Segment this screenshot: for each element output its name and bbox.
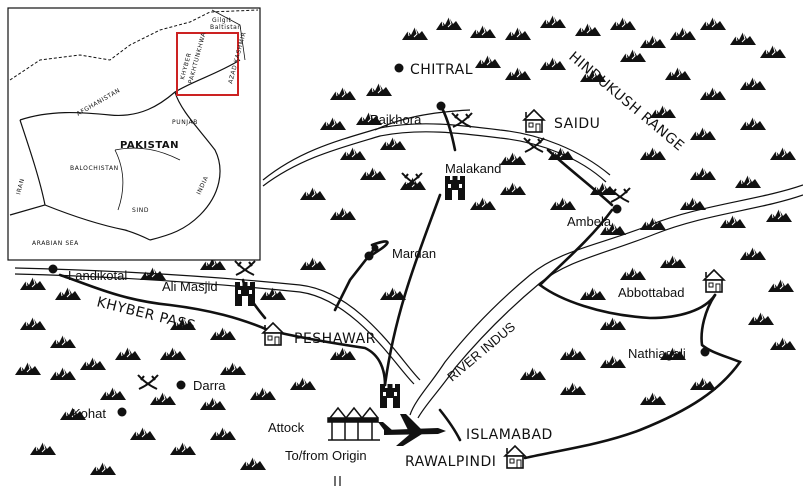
label-river-indus: RIVER INDUS xyxy=(444,319,518,385)
inset-iran: IRAN xyxy=(15,178,26,196)
label-pajkhora: Pajkhora xyxy=(370,112,422,127)
label-landikotal: Landikotal xyxy=(68,268,127,283)
inset-punjab: PUNJAB xyxy=(172,119,198,126)
label-abbottabad: Abbottabad xyxy=(618,285,685,300)
malakand-fort-icon xyxy=(445,176,465,200)
saidu-house-icon xyxy=(523,109,545,133)
inset-sind: SIND xyxy=(132,207,149,214)
inset-gilgit: Gilgit xyxy=(212,17,231,24)
label-malakand: Malakand xyxy=(445,161,501,176)
label-islamabad: ISLAMABAD xyxy=(466,427,553,443)
ali-masjid-battle-icon xyxy=(234,260,256,276)
ali-masjid-fort-icon xyxy=(235,282,255,306)
label-ambela: Ambela xyxy=(567,214,612,229)
darra-battle-icon xyxy=(137,374,159,390)
label-attock: Attock xyxy=(268,420,305,435)
abbottabad-house-icon xyxy=(703,269,725,293)
inset-pakistan: PAKISTAN xyxy=(120,140,179,151)
rivers xyxy=(14,109,803,419)
inset-locator-map: AFGHANISTAN PAKISTAN IRAN INDIA BALOCHIS… xyxy=(7,7,261,261)
label-peshawar: PESHAWAR xyxy=(294,331,376,347)
label-rawalpindi: RAWALPINDI xyxy=(405,454,496,470)
label-hindukush: HINDUKUSH RANGE xyxy=(565,49,687,155)
label-ali-masjid: Ali Masjid xyxy=(162,279,218,294)
label-saidu: SAIDU xyxy=(554,116,600,132)
inset-baltistan: Baltistan xyxy=(210,24,242,31)
inset-arabian-sea: ARABIAN SEA xyxy=(32,240,79,247)
inset-highlight-box xyxy=(176,32,239,96)
label-origin: To/from Origin xyxy=(285,448,367,463)
attock-fort-icon xyxy=(380,384,400,408)
label-nathiagali: Nathiagali xyxy=(628,346,686,361)
peshawar-house-icon xyxy=(262,322,284,346)
city-dots xyxy=(48,63,710,417)
saidu-battle-icon xyxy=(523,137,545,153)
label-chitral: CHITRAL xyxy=(410,62,473,78)
label-darra: Darra xyxy=(193,378,226,393)
inset-balochistan: BALOCHISTAN xyxy=(70,165,119,172)
rawalpindi-house-icon xyxy=(504,445,526,469)
label-kohat: Kohat xyxy=(72,406,106,421)
routes xyxy=(58,106,743,460)
attock-bridge-icon xyxy=(327,406,380,441)
airplane-icon xyxy=(378,414,446,446)
label-mardan: Mardan xyxy=(392,246,436,261)
origin-mark-icon xyxy=(334,476,341,486)
